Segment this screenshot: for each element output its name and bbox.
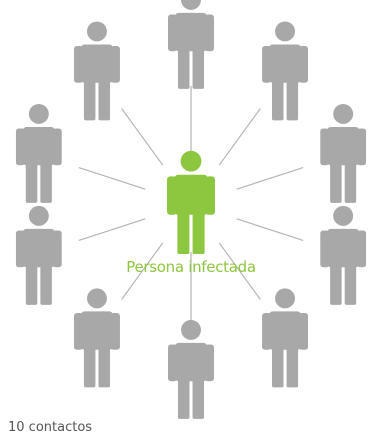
connection-line <box>236 218 304 242</box>
contact-person-icon <box>262 288 309 388</box>
connection-line <box>236 166 304 190</box>
contact-person-icon <box>168 0 214 89</box>
infected-person-figure <box>167 150 215 254</box>
connection-line <box>121 242 164 300</box>
infected-person-icon <box>167 150 215 254</box>
contact-person-icon <box>168 319 214 419</box>
connection-line <box>78 218 146 242</box>
contact-person-icon <box>320 103 367 203</box>
contact-person-icon <box>15 103 62 203</box>
connection-line <box>218 108 261 166</box>
connection-line <box>121 108 164 166</box>
infected-person-label: Persona infectada <box>126 258 256 276</box>
contact-person-icon <box>262 21 309 121</box>
contact-person-icon <box>320 205 367 305</box>
connection-line <box>218 242 261 300</box>
connection-line <box>78 166 146 190</box>
contacts-count-label: 10 contactos <box>8 420 93 435</box>
contact-person-icon <box>73 21 120 121</box>
contact-person-icon <box>15 205 62 305</box>
connection-lines <box>78 86 304 322</box>
contact-person-icon <box>73 288 120 388</box>
